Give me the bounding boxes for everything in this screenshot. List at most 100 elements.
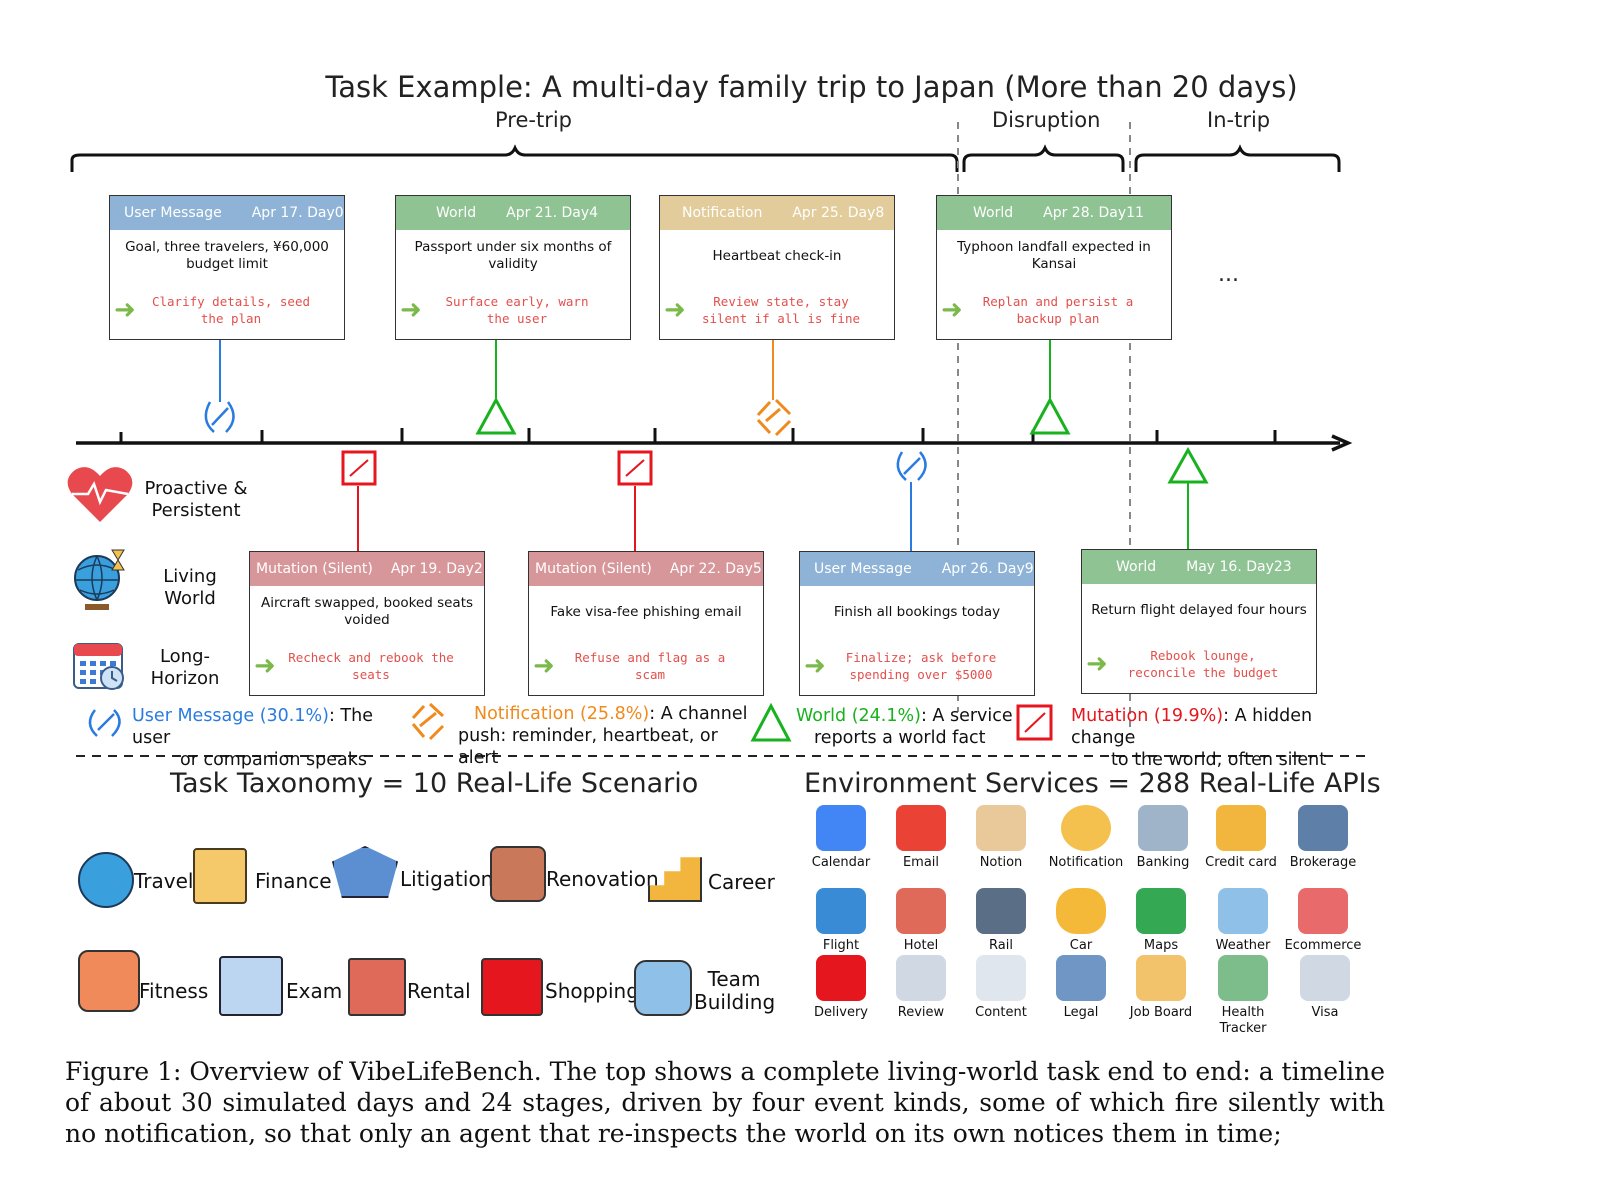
card-action: Surface early, warn the user xyxy=(445,294,589,326)
card-body: Fake visa-fee phishing email xyxy=(550,603,742,620)
arrow-icon: ➜ xyxy=(114,295,136,325)
label-living-world: Living World xyxy=(163,566,217,609)
rental-icon xyxy=(348,958,406,1016)
card-type: Mutation (Silent) xyxy=(535,561,652,577)
arrow-icon: ➜ xyxy=(254,651,276,681)
card-type: World xyxy=(436,205,477,221)
card-date: Apr 26. Day9 xyxy=(941,561,1034,577)
card-type: World xyxy=(1116,559,1157,575)
taxonomy-career: Career xyxy=(708,870,775,894)
taxonomy-litigation: Litigation xyxy=(400,867,494,891)
world-marker xyxy=(1029,396,1071,435)
legend-notification: Notification (25.8%): A channel push: re… xyxy=(458,703,758,769)
globe-icon xyxy=(74,549,125,610)
notion-icon xyxy=(976,805,1026,851)
taxonomy-fitness: Fitness xyxy=(139,979,209,1003)
train-icon xyxy=(976,888,1026,934)
event-card: Notification Apr 25. Day8 Heartbeat check… xyxy=(659,195,895,340)
event-card: World Apr 28. Day11 Typhoon landfall expe… xyxy=(936,195,1172,340)
card-action: Rebook lounge, reconcile the budget xyxy=(1127,648,1279,680)
taxonomy-travel: Travel xyxy=(134,869,194,893)
label-long-horizon: Long- Horizon xyxy=(150,646,220,689)
card-body: Passport under six months of validity xyxy=(414,239,612,272)
legend-notification-icon xyxy=(411,702,445,741)
legend-name: Mutation (19.9%) xyxy=(1071,706,1224,726)
taxonomy-title: Task Taxonomy = 10 Real-Life Scenario xyxy=(170,768,699,799)
brace-in-trip xyxy=(1134,144,1341,172)
arrow-icon: ➜ xyxy=(941,295,963,325)
card-date: Apr 21. Day4 xyxy=(506,205,599,221)
api-content: Content xyxy=(956,955,1046,1021)
event-card: Mutation (Silent)Apr 22. Day5 Fake visa-… xyxy=(528,551,764,696)
card-type: User Message xyxy=(124,205,222,221)
legend-desc: : A hidden change xyxy=(1071,706,1313,748)
arrow-icon: ➜ xyxy=(400,295,422,325)
phase-in-trip: In-trip xyxy=(1207,108,1271,132)
card-body: Finish all bookings today xyxy=(833,603,1001,620)
timeline-arrowhead xyxy=(1331,434,1353,452)
airplane-icon xyxy=(816,888,866,934)
card-type: User Message xyxy=(814,561,912,577)
api-maps: Maps xyxy=(1116,888,1206,954)
card-type: Notification xyxy=(682,205,763,221)
arrow-icon: ➜ xyxy=(804,651,826,681)
health-icon xyxy=(1218,955,1268,1001)
services-title: Environment Services = 288 Real-Life API… xyxy=(804,768,1381,799)
label-proactive-persistent: Proactive & Persistent xyxy=(144,478,248,521)
card-action: Recheck and rebook the seats xyxy=(288,650,454,682)
card-type: Mutation (Silent) xyxy=(256,561,373,577)
api-calendar: Calendar xyxy=(796,805,886,871)
legend-desc: reports a world fact xyxy=(814,728,986,748)
card-body: Aircraft swapped, booked seats voided xyxy=(260,595,474,628)
job-board-icon xyxy=(1136,955,1186,1001)
legend-desc: or companion speaks xyxy=(180,750,367,770)
api-notion: Notion xyxy=(956,805,1046,871)
team-building-icon xyxy=(634,960,692,1016)
api-ecommerce: Ecommerce xyxy=(1278,888,1368,954)
api-review: Review xyxy=(876,955,966,1021)
arrow-icon: ➜ xyxy=(533,651,555,681)
card-type: World xyxy=(973,205,1014,221)
card-body: Typhoon landfall expected in Kansai xyxy=(957,239,1151,272)
weather-icon xyxy=(1218,888,1268,934)
delivery-icon xyxy=(816,955,866,1001)
api-legal: Legal xyxy=(1036,955,1126,1021)
calendar-icon xyxy=(73,643,124,690)
figure-title: Task Example: A multi-day family trip to… xyxy=(325,70,1298,104)
api-delivery: Delivery xyxy=(796,955,886,1021)
card-action: Review state, stay silent if all is fine xyxy=(701,294,861,326)
card-date: Apr 17. Day0 xyxy=(251,205,344,221)
api-banking: Banking xyxy=(1118,805,1208,871)
api-rail: Rail xyxy=(956,888,1046,954)
exam-icon xyxy=(219,956,283,1016)
legend-desc: push: reminder, heartbeat, or alert xyxy=(458,726,718,768)
phase-pre-trip: Pre-trip xyxy=(495,108,572,132)
legend-desc: : The user xyxy=(132,706,373,748)
arrow-icon: ➜ xyxy=(664,295,686,325)
event-card: Mutation (Silent)Apr 19. Day2 Aircraft s… xyxy=(249,551,485,696)
legend-desc: : A channel xyxy=(649,704,748,724)
maps-icon xyxy=(1136,888,1186,934)
card-action: Finalize; ask before spending over $5000 xyxy=(845,650,997,682)
email-icon xyxy=(896,805,946,851)
card-body: Heartbeat check-in xyxy=(712,247,842,264)
card-date: Apr 25. Day8 xyxy=(792,205,885,221)
api-email: Email xyxy=(876,805,966,871)
finance-icon xyxy=(193,848,247,904)
world-marker xyxy=(475,396,517,435)
legend-name: Notification (25.8%) xyxy=(474,704,650,724)
api-car: Car xyxy=(1036,888,1126,954)
user-message-marker xyxy=(896,451,927,481)
calendar-icon xyxy=(816,805,866,851)
event-card: World Apr 21. Day4 Passport under six mon… xyxy=(395,195,631,340)
mutation-marker xyxy=(341,450,377,486)
card-date: Apr 28. Day11 xyxy=(1043,205,1144,221)
bank-icon xyxy=(1138,805,1188,851)
renovation-icon xyxy=(490,846,546,902)
credit-card-icon xyxy=(1216,805,1266,851)
card-action: Replan and persist a backup plan xyxy=(982,294,1134,326)
arrow-icon: ➜ xyxy=(1086,649,1108,679)
review-icon xyxy=(896,955,946,1001)
api-credit-card: Credit card xyxy=(1196,805,1286,871)
